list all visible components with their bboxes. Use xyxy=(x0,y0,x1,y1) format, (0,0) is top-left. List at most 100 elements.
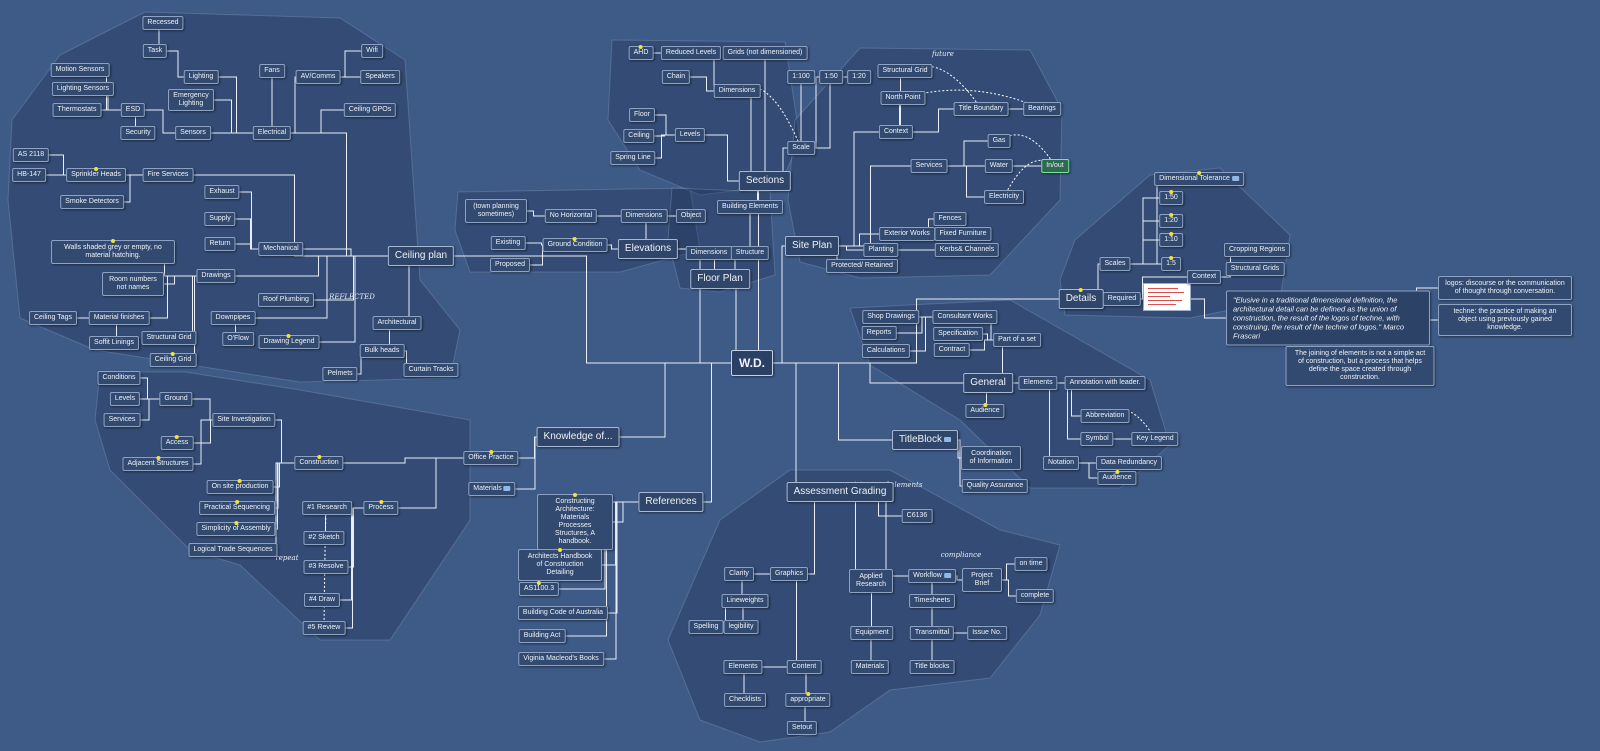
on-site-production-node[interactable]: On site production xyxy=(206,479,274,494)
structural-grid-node[interactable]: Structural Grid xyxy=(141,331,197,345)
clarity-node[interactable]: Clarity xyxy=(724,567,754,581)
on-time-node[interactable]: on time xyxy=(1014,557,1048,571)
bearings-node[interactable]: Bearings xyxy=(1023,102,1061,116)
title-blocks-node[interactable]: Title blocks xyxy=(909,660,955,674)
workflow-node[interactable]: Workflow xyxy=(908,569,956,583)
joining-node[interactable]: The joining of elements is not a simple … xyxy=(1285,346,1435,386)
spring-line-node[interactable]: Spring Line xyxy=(610,151,656,165)
architectural-node[interactable]: Architectural xyxy=(372,316,422,330)
knowledge-levels-node[interactable]: Levels xyxy=(109,392,141,406)
chain-node[interactable]: Chain xyxy=(661,70,691,84)
details-node[interactable]: Details xyxy=(1058,288,1104,309)
knowledge-node[interactable]: Knowledge of... xyxy=(536,427,620,447)
coordination-node[interactable]: Coordination of Information xyxy=(961,446,1021,470)
knowledge-services-node[interactable]: Services xyxy=(103,413,141,427)
detail-scale-5-node[interactable]: 1:5 xyxy=(1161,256,1181,271)
checklists-node[interactable]: Checklists xyxy=(724,693,766,707)
site-investigation-node[interactable]: Site Investigation xyxy=(212,413,276,427)
root-node[interactable]: W.D. xyxy=(731,350,773,376)
dimensional-tolerance-node[interactable]: Dimensional Tolerance xyxy=(1154,171,1244,186)
simplicity-node[interactable]: Simplicity of Assembly xyxy=(196,521,276,536)
material-finishes-node[interactable]: Material finishes xyxy=(88,311,150,325)
sec-dimensions-node[interactable]: Dimensions xyxy=(713,84,761,98)
context-node[interactable]: Context xyxy=(878,125,914,139)
thermostats-node[interactable]: Thermostats xyxy=(52,103,102,117)
services-node[interactable]: Services xyxy=(910,159,948,173)
setout-node[interactable]: Setout xyxy=(786,721,818,735)
reports-node[interactable]: Reports xyxy=(861,326,897,340)
return-node[interactable]: Return xyxy=(204,237,236,251)
complete-node[interactable]: complete xyxy=(1015,589,1055,603)
required-node[interactable]: Required xyxy=(1102,292,1142,306)
consultant-works-node[interactable]: Consultant Works xyxy=(932,310,998,324)
contract-node[interactable]: Contract xyxy=(933,343,971,357)
exhaust-node[interactable]: Exhaust xyxy=(204,185,240,199)
mechanical-node[interactable]: Mechanical xyxy=(258,242,304,256)
abbreviation-node[interactable]: Abbreviation xyxy=(1080,409,1130,423)
references-node[interactable]: References xyxy=(638,492,704,512)
speakers-node[interactable]: Speakers xyxy=(360,70,400,84)
assess-materials-node[interactable]: Materials xyxy=(850,660,890,674)
scale-node[interactable]: Scale xyxy=(787,141,815,155)
macleod-node[interactable]: Viginia Macleod's Books xyxy=(518,652,604,666)
fences-node[interactable]: Fences xyxy=(933,212,967,226)
ground-condition-node[interactable]: Ground Condition xyxy=(542,237,608,252)
ceiling-plan-node[interactable]: Ceiling plan xyxy=(387,246,455,266)
scales-node[interactable]: Scales xyxy=(1099,257,1131,271)
data-redundancy-node[interactable]: Data Redundancy xyxy=(1095,456,1163,470)
conditions-node[interactable]: Conditions xyxy=(97,371,141,385)
site-plan-node[interactable]: Site Plan xyxy=(784,236,840,256)
bulkheads-node[interactable]: Bulk heads xyxy=(359,344,405,358)
spelling-node[interactable]: Spelling xyxy=(688,620,724,634)
lighting-node[interactable]: Lighting xyxy=(183,70,219,84)
detail-sketch-thumbnail[interactable] xyxy=(1143,283,1191,311)
notation-node[interactable]: Notation xyxy=(1042,456,1080,470)
shop-drawings-node[interactable]: Shop Drawings xyxy=(862,310,920,324)
research-node[interactable]: #1 Research xyxy=(302,501,352,515)
wifi-node[interactable]: Wifi xyxy=(361,44,383,58)
adjacent-structures-node[interactable]: Adjacent Structures xyxy=(122,456,194,471)
motion-sensors-node[interactable]: Motion Sensors xyxy=(50,63,110,77)
lighting-sensors-node[interactable]: Lighting Sensors xyxy=(51,82,115,96)
reduced-levels-node[interactable]: Reduced Levels xyxy=(660,46,722,60)
north-point-node[interactable]: North Point xyxy=(880,91,926,105)
grids-node[interactable]: Grids (not dimensioned) xyxy=(722,46,808,60)
esd-node[interactable]: ESD xyxy=(120,103,146,117)
access-node[interactable]: Access xyxy=(160,435,194,450)
drawings-node[interactable]: Drawings xyxy=(196,269,236,283)
applied-research-node[interactable]: Applied Research xyxy=(849,569,893,593)
calculations-node[interactable]: Calculations xyxy=(861,344,911,358)
part-of-set-node[interactable]: Part of a set xyxy=(993,333,1041,347)
practical-sequencing-node[interactable]: Practical Sequencing xyxy=(199,500,275,515)
soffit-linings-node[interactable]: Soffit Linings xyxy=(89,336,139,350)
curtain-tracks-node[interactable]: Curtain Tracks xyxy=(403,363,459,377)
smoke-detectors-node[interactable]: Smoke Detectors xyxy=(60,195,124,209)
as1100-node[interactable]: AS1100.3 xyxy=(518,581,560,596)
as2118-node[interactable]: AS 2118 xyxy=(12,148,50,162)
legibility-node[interactable]: legibility xyxy=(723,620,759,634)
detail-scale-20-node[interactable]: 1:20 xyxy=(1159,213,1183,228)
quality-assurance-node[interactable]: Quality Assurance xyxy=(961,479,1029,493)
detail-scale-10-node[interactable]: 1:10 xyxy=(1159,232,1183,247)
floor-plan-node[interactable]: Floor Plan xyxy=(690,269,750,289)
assessment-grading-node[interactable]: Assessment Grading xyxy=(786,482,894,502)
planting-node[interactable]: Planting xyxy=(863,243,899,257)
kerbs-node[interactable]: Kerbs& Channels xyxy=(934,243,1000,257)
hb147-node[interactable]: HB-147 xyxy=(12,168,46,182)
site-structural-grid-node[interactable]: Structural Grid xyxy=(877,64,933,78)
bca-node[interactable]: Building Code of Australia xyxy=(517,606,609,620)
security-node[interactable]: Security xyxy=(120,126,156,140)
recessed-node[interactable]: Recessed xyxy=(142,16,184,30)
supply-node[interactable]: Supply xyxy=(204,212,236,226)
title-boundary-node[interactable]: Title Boundary xyxy=(953,102,1009,116)
emergency-lighting-node[interactable]: Emergency Lighting xyxy=(168,89,214,111)
room-numbers-node[interactable]: Room numbers not names xyxy=(102,272,164,296)
walls-shaded-node[interactable]: Walls shaded grey or empty, no material … xyxy=(51,239,175,264)
floor-node[interactable]: Floor xyxy=(629,108,655,122)
object-node[interactable]: Object xyxy=(675,209,707,223)
symbol-node[interactable]: Symbol xyxy=(1080,432,1114,446)
gas-node[interactable]: Gas xyxy=(987,134,1011,148)
resolve-node[interactable]: #3 Resolve xyxy=(303,560,349,574)
lineweights-node[interactable]: Lineweights xyxy=(721,594,769,608)
detail-scale-50-node[interactable]: 1:50 xyxy=(1159,190,1183,205)
